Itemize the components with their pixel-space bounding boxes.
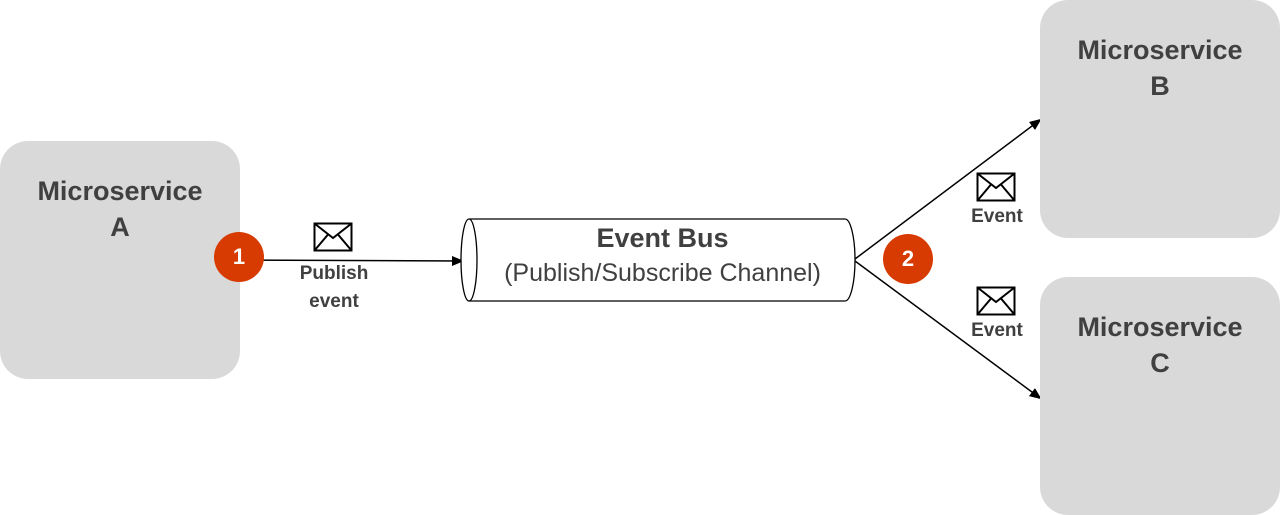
envelope-icon [313,222,353,252]
microservice-c-title: Microservice [1077,312,1243,342]
event-label-to-c: Event [971,320,1023,341]
publish-label-line2: event [309,291,359,312]
step-1-badge: 1 [214,232,264,282]
envelope-icon [976,172,1016,202]
event-label-to-b: Event [971,206,1023,227]
microservice-b-box: Microservice B [1040,0,1280,238]
event-arrow-to-b [854,118,1042,260]
event-bus-title: Event Bus [596,223,729,253]
microservice-c-box: Microservice C [1040,277,1280,515]
microservice-c-letter: C [1150,348,1170,378]
microservice-a-title: Microservice [37,176,203,206]
publish-event-label: Publish event [284,260,384,316]
event-bus-subtitle: (Publish/Subscribe Channel) [504,259,821,287]
envelope-icon [976,286,1016,316]
publish-label-line1: Publish [299,263,369,284]
publish-arrow [239,255,464,266]
step-2-badge: 2 [883,234,933,284]
microservice-a-letter: A [110,212,130,242]
microservice-b-letter: B [1150,71,1170,101]
microservice-b-title: Microservice [1077,35,1243,65]
event-arrow-to-c [854,260,1042,400]
event-bus-cylinder [460,218,856,302]
microservice-a-box: Microservice A [0,141,240,379]
